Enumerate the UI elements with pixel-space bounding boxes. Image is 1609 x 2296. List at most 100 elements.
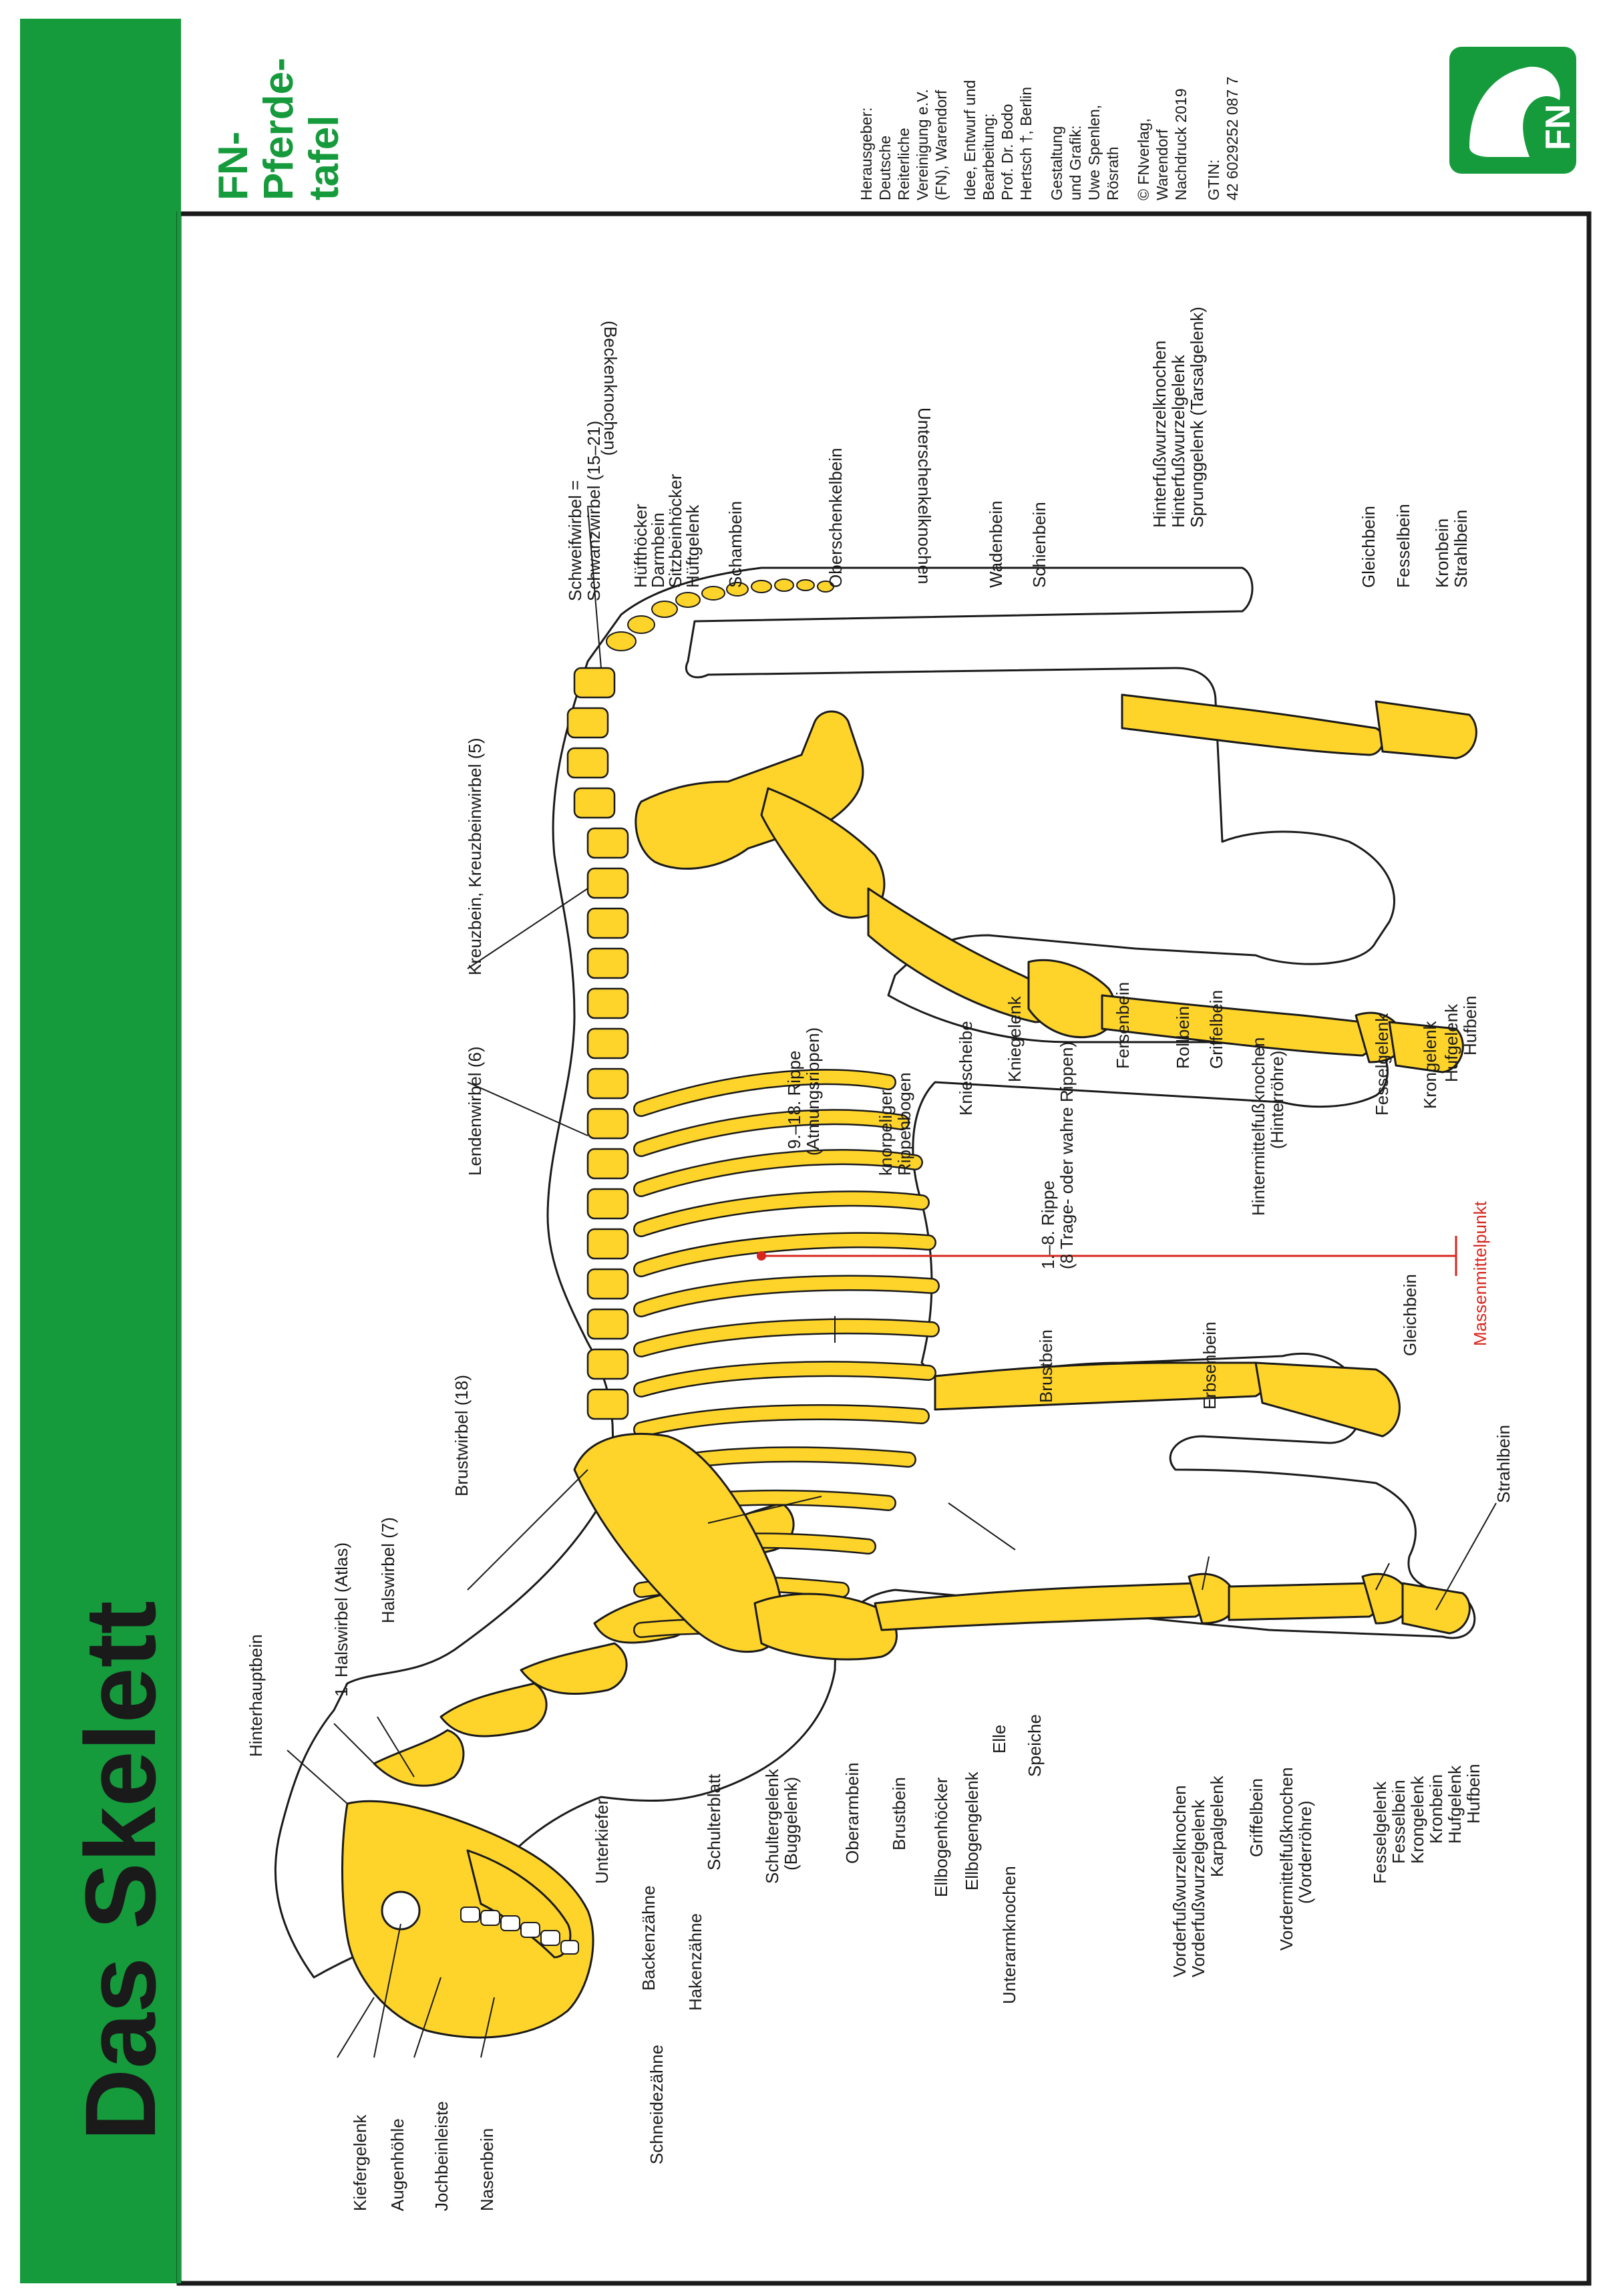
- label-strahlbein-h: Strahlbein: [1451, 510, 1471, 588]
- publisher-block-4: © FNverlag, Warendorf Nachdruck 2019: [1135, 89, 1190, 201]
- center-of-mass-label: Massenmittelpunkt: [1470, 1200, 1490, 1346]
- label-schulterblatt: Schulterblatt: [704, 1774, 724, 1870]
- label-kniegelenk: Kniegelenk: [1005, 995, 1025, 1082]
- label-brustwirbel: Brustwirbel (18): [452, 1375, 472, 1496]
- tail-vertebrae: [606, 579, 834, 651]
- label-unterkiefer: Unterkiefer: [592, 1799, 612, 1884]
- svg-text:Herausgeber:: Herausgeber:: [858, 108, 875, 200]
- label-hufbein-v: Hufbein: [1463, 1764, 1483, 1824]
- label-vordermittelfuss-2: (Vorderröhre): [1295, 1800, 1315, 1904]
- hind-hoof: [1388, 1021, 1464, 1074]
- svg-text:(FN), Warendorf: (FN), Warendorf: [932, 90, 950, 200]
- label-hueftgelenk: Hüftgelenk: [683, 504, 703, 588]
- label-strahlbein-v: Strahlbein: [1493, 1425, 1513, 1503]
- label-hufgelenk-v: Hufgelenk: [1445, 1765, 1465, 1844]
- label-fesselbein-h: Fesselbein: [1393, 504, 1413, 588]
- label-huefthoecker: Hüfthöcker: [631, 504, 651, 588]
- label-speiche: Speiche: [1025, 1714, 1045, 1777]
- label-wadenbein: Wadenbein: [986, 500, 1006, 588]
- label-fesselgelenk-h: Fesselgelenk: [1372, 1013, 1392, 1116]
- back-vertebrae: [566, 667, 629, 1420]
- label-hufbein-h: Hufbein: [1460, 995, 1480, 1055]
- front-leg: [573, 1361, 1471, 1661]
- label-kronbein-h: Kronbein: [1432, 518, 1452, 588]
- label-rippe-9-18-1: 9.–18. Rippe: [784, 1051, 804, 1149]
- label-kniescheibe: Kniescheibe: [956, 1021, 976, 1116]
- label-griffelbein-h: Griffelbein: [1206, 990, 1226, 1069]
- label-hakenzaehne: Hakenzähne: [685, 1913, 705, 2011]
- label-unterarmknochen: Unterarmknochen: [999, 1866, 1019, 2004]
- label-fesselbein-v: Fesselbein: [1389, 1780, 1409, 1864]
- series-title-line3: tafel: [301, 116, 347, 200]
- page-title: Das Skelett: [64, 1601, 176, 2141]
- label-schienbein: Schienbein: [1029, 502, 1049, 588]
- label-halswirbel: Halswirbel (7): [378, 1517, 398, 1623]
- label-vordermittelfuss-1: Vordermittelfußknochen: [1276, 1767, 1296, 1951]
- label-vorderfusswurzelgelenk: Vorderfußwurzelgelenk: [1188, 1799, 1208, 1977]
- svg-text:Nachdruck 2019: Nachdruck 2019: [1172, 89, 1190, 201]
- center-of-mass: Massenmittelpunkt: [757, 1200, 1490, 1346]
- svg-text:Deutsche: Deutsche: [876, 136, 894, 200]
- label-schweifwirbel-2: Schwanzwirbel (15–21): [584, 421, 604, 601]
- hind-leg-2: [1121, 693, 1385, 756]
- label-griffelbein-v: Griffelbein: [1246, 1778, 1266, 1857]
- publisher-block-5: GTIN: 42 6029252 087 7: [1205, 77, 1241, 200]
- label-halswirbel-atlas: 1. Halswirbel (Atlas): [331, 1542, 351, 1697]
- publisher-block-2: Idee, Entwurf und Bearbeitung: Prof. Dr.…: [961, 80, 1035, 200]
- label-oberarmbein: Oberarmbein: [842, 1762, 862, 1864]
- label-knorpeliger-1: knorpeliger: [876, 1090, 896, 1176]
- series-title-line2: Pferde-: [256, 57, 302, 200]
- label-fesselgelenk-v: Fesselgelenk: [1370, 1781, 1390, 1884]
- label-hinterhauptbein: Hinterhauptbein: [246, 1634, 266, 1757]
- label-krongelenk-v: Krongelenk: [1407, 1775, 1427, 1864]
- svg-text:Gestaltung: Gestaltung: [1048, 126, 1065, 200]
- series-title-line1: FN-: [210, 132, 256, 200]
- label-hinterfusswurzelknochen: Hinterfußwurzelknochen: [1149, 341, 1170, 528]
- pelvis: [635, 710, 864, 870]
- svg-text:Rösrath: Rösrath: [1104, 146, 1121, 200]
- front-leg-2-hoof: [1254, 1361, 1401, 1438]
- label-schultergelenk-2: (Buggelenk): [781, 1777, 801, 1870]
- label-rollbein: Rollbein: [1173, 1006, 1193, 1069]
- label-gleichbein-h: Gleichbein: [1359, 506, 1379, 588]
- svg-text:© FNverlag,: © FNverlag,: [1135, 118, 1152, 200]
- front-hoof: [1401, 1582, 1471, 1635]
- svg-text:Vereinigung e.V.: Vereinigung e.V.: [914, 89, 931, 200]
- svg-text:Uwe Spenlen,: Uwe Spenlen,: [1085, 105, 1103, 200]
- label-ellbogenhoecker: Ellbogenhöcker: [931, 1777, 951, 1897]
- label-brustbein-r: Brustbein: [1036, 1329, 1056, 1403]
- hind-leg: [760, 693, 1477, 1074]
- horse-head-icon: [1469, 66, 1560, 158]
- eye-socket: [381, 1891, 421, 1931]
- svg-text:Warendorf: Warendorf: [1153, 129, 1171, 200]
- label-gleichbein-v: Gleichbein: [1400, 1274, 1420, 1356]
- svg-text:42 6029252 087 7: 42 6029252 087 7: [1224, 77, 1241, 200]
- publisher-info: Herausgeber: Deutsche Reiterliche Verein…: [858, 77, 1241, 200]
- humerus: [753, 1593, 898, 1661]
- hind-cannon: [1101, 994, 1374, 1057]
- label-darmbein: Darmbein: [648, 512, 668, 588]
- fn-logo: FN: [1449, 47, 1578, 174]
- svg-text:Reiterliche: Reiterliche: [895, 128, 912, 200]
- svg-text:Hertsch †, Berlin: Hertsch †, Berlin: [1017, 87, 1035, 200]
- forearm: [874, 1582, 1207, 1631]
- label-sprunggelenk: Sprunggelenk (Tarsalgelenk): [1187, 307, 1207, 528]
- label-jochbeinleiste: Jochbeinleiste: [431, 2101, 452, 2211]
- label-unterschenkelknochen: Unterschenkelknochen: [914, 407, 934, 585]
- svg-text:GTIN:: GTIN:: [1205, 160, 1222, 200]
- svg-text:und Grafik:: und Grafik:: [1067, 126, 1084, 201]
- hind-hoof-2: [1375, 700, 1477, 760]
- tibia: [867, 887, 1057, 1023]
- label-karpalgelenk: Karpalgelenk: [1207, 1775, 1227, 1877]
- label-fersenbein: Fersenbein: [1113, 982, 1133, 1069]
- label-hufgelenk-h: Hufgelenk: [1441, 1003, 1461, 1082]
- label-rippe-1-8-2: (8 Trage- oder wahre Rippen): [1057, 1041, 1077, 1269]
- label-schambein: Schambein: [725, 501, 745, 588]
- label-hinterfusswurzelgelenk: Hinterfußwurzelgelenk: [1168, 354, 1188, 528]
- label-rippe-9-18-2: (Atmungsrippen): [803, 1027, 823, 1156]
- label-sitzbeinhoecker: Sitzbeinhöcker: [665, 474, 685, 588]
- label-krongelenk-h: Krongelenk: [1420, 1020, 1440, 1109]
- label-brustbein-b: Brustbein: [889, 1777, 909, 1850]
- label-rippe-1-8-1: 1.–8. Rippe: [1038, 1180, 1058, 1269]
- label-oberschenkelbein: Oberschenkelbein: [826, 448, 846, 588]
